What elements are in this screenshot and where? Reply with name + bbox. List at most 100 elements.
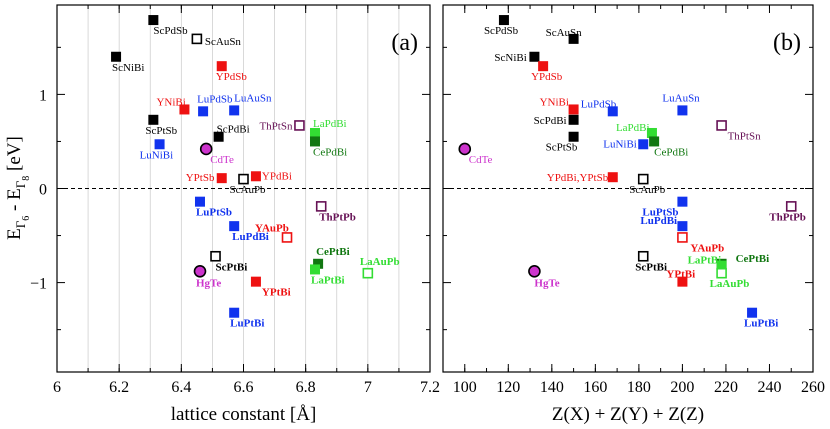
panel-label: (b) xyxy=(773,30,801,56)
x-axis-label: lattice constant [Å] xyxy=(171,404,317,425)
point-label: ScPtSb xyxy=(546,142,578,154)
data-point xyxy=(213,131,224,142)
data-point xyxy=(199,142,213,156)
x-tick-label: 160 xyxy=(583,379,607,396)
panel-label: (a) xyxy=(391,30,418,56)
x-tick-label: 6.2 xyxy=(109,379,129,396)
data-point xyxy=(638,139,649,150)
point-label: ThPtSn xyxy=(728,130,762,142)
x-tick-label: 6 xyxy=(53,379,61,396)
data-point xyxy=(309,136,320,147)
data-point xyxy=(148,114,159,125)
data-point xyxy=(250,276,261,287)
x-tick-label: 100 xyxy=(453,379,477,396)
point-label: YNiBi xyxy=(156,96,185,108)
data-point xyxy=(528,265,541,278)
data-point xyxy=(677,276,688,287)
x-axis-label: Z(X) + Z(Y) + Z(Z) xyxy=(552,404,704,425)
point-label: YPdSb xyxy=(531,71,563,83)
point-label: CePtBi xyxy=(316,246,350,258)
y-tick-label: −1 xyxy=(30,276,47,293)
point-label: LuPdBi xyxy=(232,231,269,243)
point-label: ScPdSb xyxy=(153,25,188,37)
y-axis-label-part: Γ xyxy=(13,180,28,188)
point-label: ScNiBi xyxy=(494,52,526,64)
data-point xyxy=(313,258,324,269)
data-point xyxy=(229,221,240,232)
y-axis-label-part: - E xyxy=(4,188,25,215)
data-point xyxy=(568,33,579,44)
y-tick-label: 1 xyxy=(39,87,47,104)
point-label: LaPdBi xyxy=(616,122,650,134)
data-point xyxy=(191,33,203,45)
x-tick-label: 7.2 xyxy=(420,379,440,396)
point-label: LaAuPb xyxy=(360,256,400,268)
data-point xyxy=(607,172,618,183)
data-point xyxy=(216,173,227,184)
data-point xyxy=(111,51,122,62)
point-label: CePdBi xyxy=(654,146,688,158)
data-point xyxy=(250,171,261,182)
data-point xyxy=(194,196,205,207)
data-point xyxy=(568,114,579,125)
point-label: CePtBi xyxy=(736,253,770,265)
x-tick-label: 180 xyxy=(627,379,651,396)
data-point xyxy=(309,264,320,275)
data-point xyxy=(154,139,165,150)
data-point xyxy=(498,15,509,26)
y-axis-label-part: Γ xyxy=(13,220,28,228)
data-point xyxy=(229,307,240,318)
data-point xyxy=(649,136,660,147)
x-tick-label: 140 xyxy=(540,379,564,396)
x-tick-label: 200 xyxy=(670,379,694,396)
point-label: YAuPb xyxy=(255,222,289,234)
data-point xyxy=(193,265,207,278)
data-point xyxy=(538,61,549,72)
y-axis-label-part: 6 xyxy=(21,216,32,221)
point-label: ScAuSn xyxy=(205,36,242,48)
data-point xyxy=(646,127,657,138)
point-label: ScPdSb xyxy=(484,25,519,37)
x-tick-label: 6.6 xyxy=(234,379,254,396)
data-point xyxy=(281,232,293,243)
data-point xyxy=(568,104,579,115)
point-label: ScPtBi xyxy=(216,261,248,273)
point-label: LaPdBi xyxy=(313,118,347,130)
data-point xyxy=(677,232,688,243)
x-tick-label: 220 xyxy=(714,379,738,396)
data-point xyxy=(716,260,727,271)
point-label: ScPdBi xyxy=(534,115,567,127)
x-tick-label: 6.8 xyxy=(296,379,316,396)
data-point xyxy=(458,142,472,156)
data-point xyxy=(677,221,688,232)
data-point xyxy=(677,105,688,116)
point-label: YPdBi xyxy=(262,170,292,182)
point-label: ThPtSn xyxy=(259,120,293,132)
data-point xyxy=(315,201,327,212)
x-tick-label: 240 xyxy=(757,379,781,396)
point-label: HgTe xyxy=(534,277,559,289)
point-label: LuPtSb xyxy=(642,207,678,219)
point-label: LuNiBi xyxy=(603,138,637,150)
data-point xyxy=(216,61,227,72)
data-point xyxy=(716,267,727,279)
x-tick-label: 6.4 xyxy=(171,379,191,396)
point-label: YPtSb xyxy=(186,172,215,184)
data-point xyxy=(529,51,540,62)
y-axis-label-part: E xyxy=(4,228,25,240)
point-label: ScNiBi xyxy=(112,62,144,74)
point-label: ScAuSn xyxy=(546,27,583,39)
point-label: YAuPb xyxy=(690,242,724,254)
point-label: LuPdSb xyxy=(197,93,233,105)
point-label: YPdBi,YPtSb xyxy=(547,172,609,184)
point-label: ScPtBi xyxy=(635,261,667,273)
point-label: LaPtBi xyxy=(688,255,722,267)
point-label: LuPtSb xyxy=(196,207,232,219)
point-label: LuPtBi xyxy=(744,318,778,330)
x-tick-label: 120 xyxy=(496,379,520,396)
point-label: ScAuPb xyxy=(629,184,666,196)
y-axis-label: EΓ6 - EΓ8 [eV] xyxy=(4,136,32,240)
point-label: LaPtBi xyxy=(311,274,345,286)
